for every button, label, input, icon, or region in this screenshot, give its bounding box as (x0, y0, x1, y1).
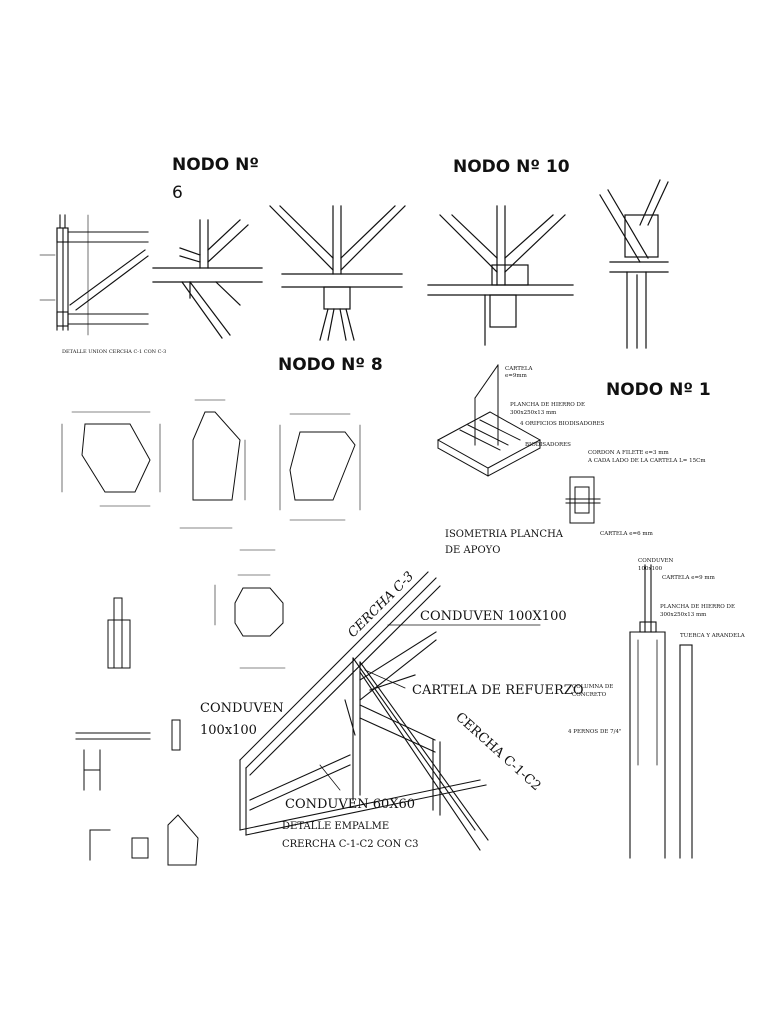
nodo-6-drawing (152, 219, 263, 339)
cercha-c1c2-label: CERCHA C-1-C2 (452, 710, 543, 794)
conduven-left-label-2: 100x100 (200, 723, 257, 738)
conduven-100x100-label: CONDUVEN 100X100 (420, 609, 567, 624)
cartela-refuerzo-label: CARTELA DE REFUERZO (412, 683, 583, 698)
column-detail-drawing (629, 564, 693, 859)
union-detail-caption: DETALLE UNION CERCHA C-1 CON C-3 (62, 349, 166, 355)
cartela-bottom-label: CARTELA e=6 mm (600, 531, 654, 537)
cordon-label-1: CORDON A FILETE e=3 mm (588, 450, 669, 456)
tuerca-label: TUERCA Y ARANDELA (680, 633, 746, 639)
nodo-8-title: NODO Nº 8 (278, 355, 383, 375)
plancha-label-2: 300x250x13 mm (510, 410, 557, 416)
plancha-right-label-1: PLANCHA DE HIERRO DE (660, 604, 735, 610)
nodo-10-title: NODO Nº 10 (453, 157, 570, 177)
cordon-label-2: A CADA LADO DE LA CARTELA L= 15Cm (587, 458, 706, 464)
nodo-6-title: NODO Nº (172, 155, 259, 175)
conduven-60x60-label: CONDUVEN 60X60 (285, 797, 415, 812)
conduven-left-label-1: CONDUVEN (200, 701, 284, 716)
isometria-caption-1: ISOMETRIA PLANCHA (445, 529, 564, 540)
columna-label-2: CONCRETO (572, 692, 607, 698)
truss-leader-lines (319, 624, 541, 791)
gusset-plate-2 (179, 399, 276, 551)
cartela-top-label: CARTELA (505, 366, 534, 372)
truss-splice-drawing (239, 571, 489, 851)
conduven-100-label-2: 100x100 (638, 566, 663, 572)
nodo-8-drawing (269, 205, 406, 341)
gusset-plate-4 (214, 574, 286, 669)
isometric-base-plate (436, 364, 542, 477)
nodo-1-top-drawing (599, 179, 669, 349)
union-detail-drawing (39, 214, 149, 336)
conduven-100-label-1: CONDUVEN (638, 558, 674, 564)
gusset-plate-3 (279, 413, 361, 521)
nodo-10-drawing (427, 205, 574, 346)
plancha-label-1: PLANCHA DE HIERRO DE (510, 402, 585, 408)
detalle-empalme-caption-2: CRERCHA C-1-C2 CON C3 (282, 839, 419, 850)
detalle-empalme-caption-1: DETALLE EMPALME (282, 821, 389, 832)
columna-label-1: COLUMNA DE (572, 684, 613, 690)
isometria-caption-2: DE APOYO (445, 545, 500, 556)
plancha-right-label-2: 300x250x13 mm (660, 612, 707, 618)
nodo-1-section (565, 476, 601, 524)
cartela-right-label: CARTELA e=9 mm (662, 575, 716, 581)
small-section-details (75, 597, 199, 866)
biodisadores-label: BIODISADORES (525, 442, 571, 448)
cartela-top-thickness: e=9mm (505, 373, 528, 379)
nodo-1-title: NODO Nº 1 (606, 380, 711, 400)
orificios-label: 4 ORIFICIOS BIODISADORES (520, 421, 605, 427)
cercha-c3-label: CERCHA C-3 (345, 569, 417, 641)
nodo-6-number: 6 (172, 183, 183, 203)
pernos-label: 4 PERNOS DE 7/4" (568, 729, 622, 735)
gusset-plate-1 (61, 411, 161, 507)
